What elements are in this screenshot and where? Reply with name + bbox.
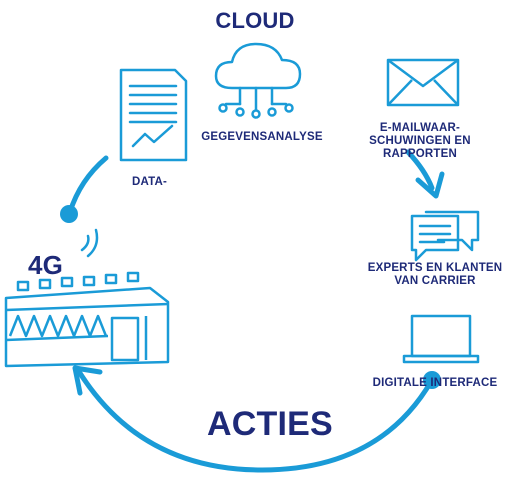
acties-title: ACTIES <box>207 405 333 443</box>
chiller-unit-icon <box>4 271 170 368</box>
cloud-title: CLOUD <box>215 8 295 33</box>
experts-label: EXPERTS EN KLANTEN VAN CARRIER <box>350 262 520 288</box>
digitale-label: DIGITALE INTERFACE <box>372 377 498 389</box>
email-label-line1: E-MAILWAAR- <box>379 122 461 134</box>
arrowhead-right <box>415 171 445 199</box>
document-chart-icon <box>119 68 188 162</box>
envelope-icon <box>386 58 460 107</box>
data-label: DATA- <box>132 176 168 188</box>
email-label: E-MAILWAAR- SCHUWINGEN EN RAPPORTEN <box>356 122 484 161</box>
flow-arc-right <box>405 149 435 191</box>
email-label-line2: SCHUWINGEN EN <box>369 135 471 147</box>
network-label: 4G <box>28 250 64 280</box>
laptop-icon <box>402 314 480 364</box>
chat-bubbles-icon <box>410 210 480 262</box>
experts-label-line1: EXPERTS EN KLANTEN <box>367 262 503 274</box>
cloud-network-icon <box>214 42 302 119</box>
gegevensanalyse-label: GEGEVENSANALYSE <box>201 131 323 143</box>
email-label-line3: RAPPORTEN <box>382 148 457 160</box>
arrowhead-bottom <box>72 365 103 396</box>
flow-arc-bottom <box>75 367 435 473</box>
flow-arc-top-left <box>67 155 109 215</box>
flow-dot-right <box>423 371 441 389</box>
flow-dot-left <box>60 205 78 223</box>
signal-icon <box>80 228 99 258</box>
experts-label-line2: VAN CARRIER <box>394 275 476 287</box>
